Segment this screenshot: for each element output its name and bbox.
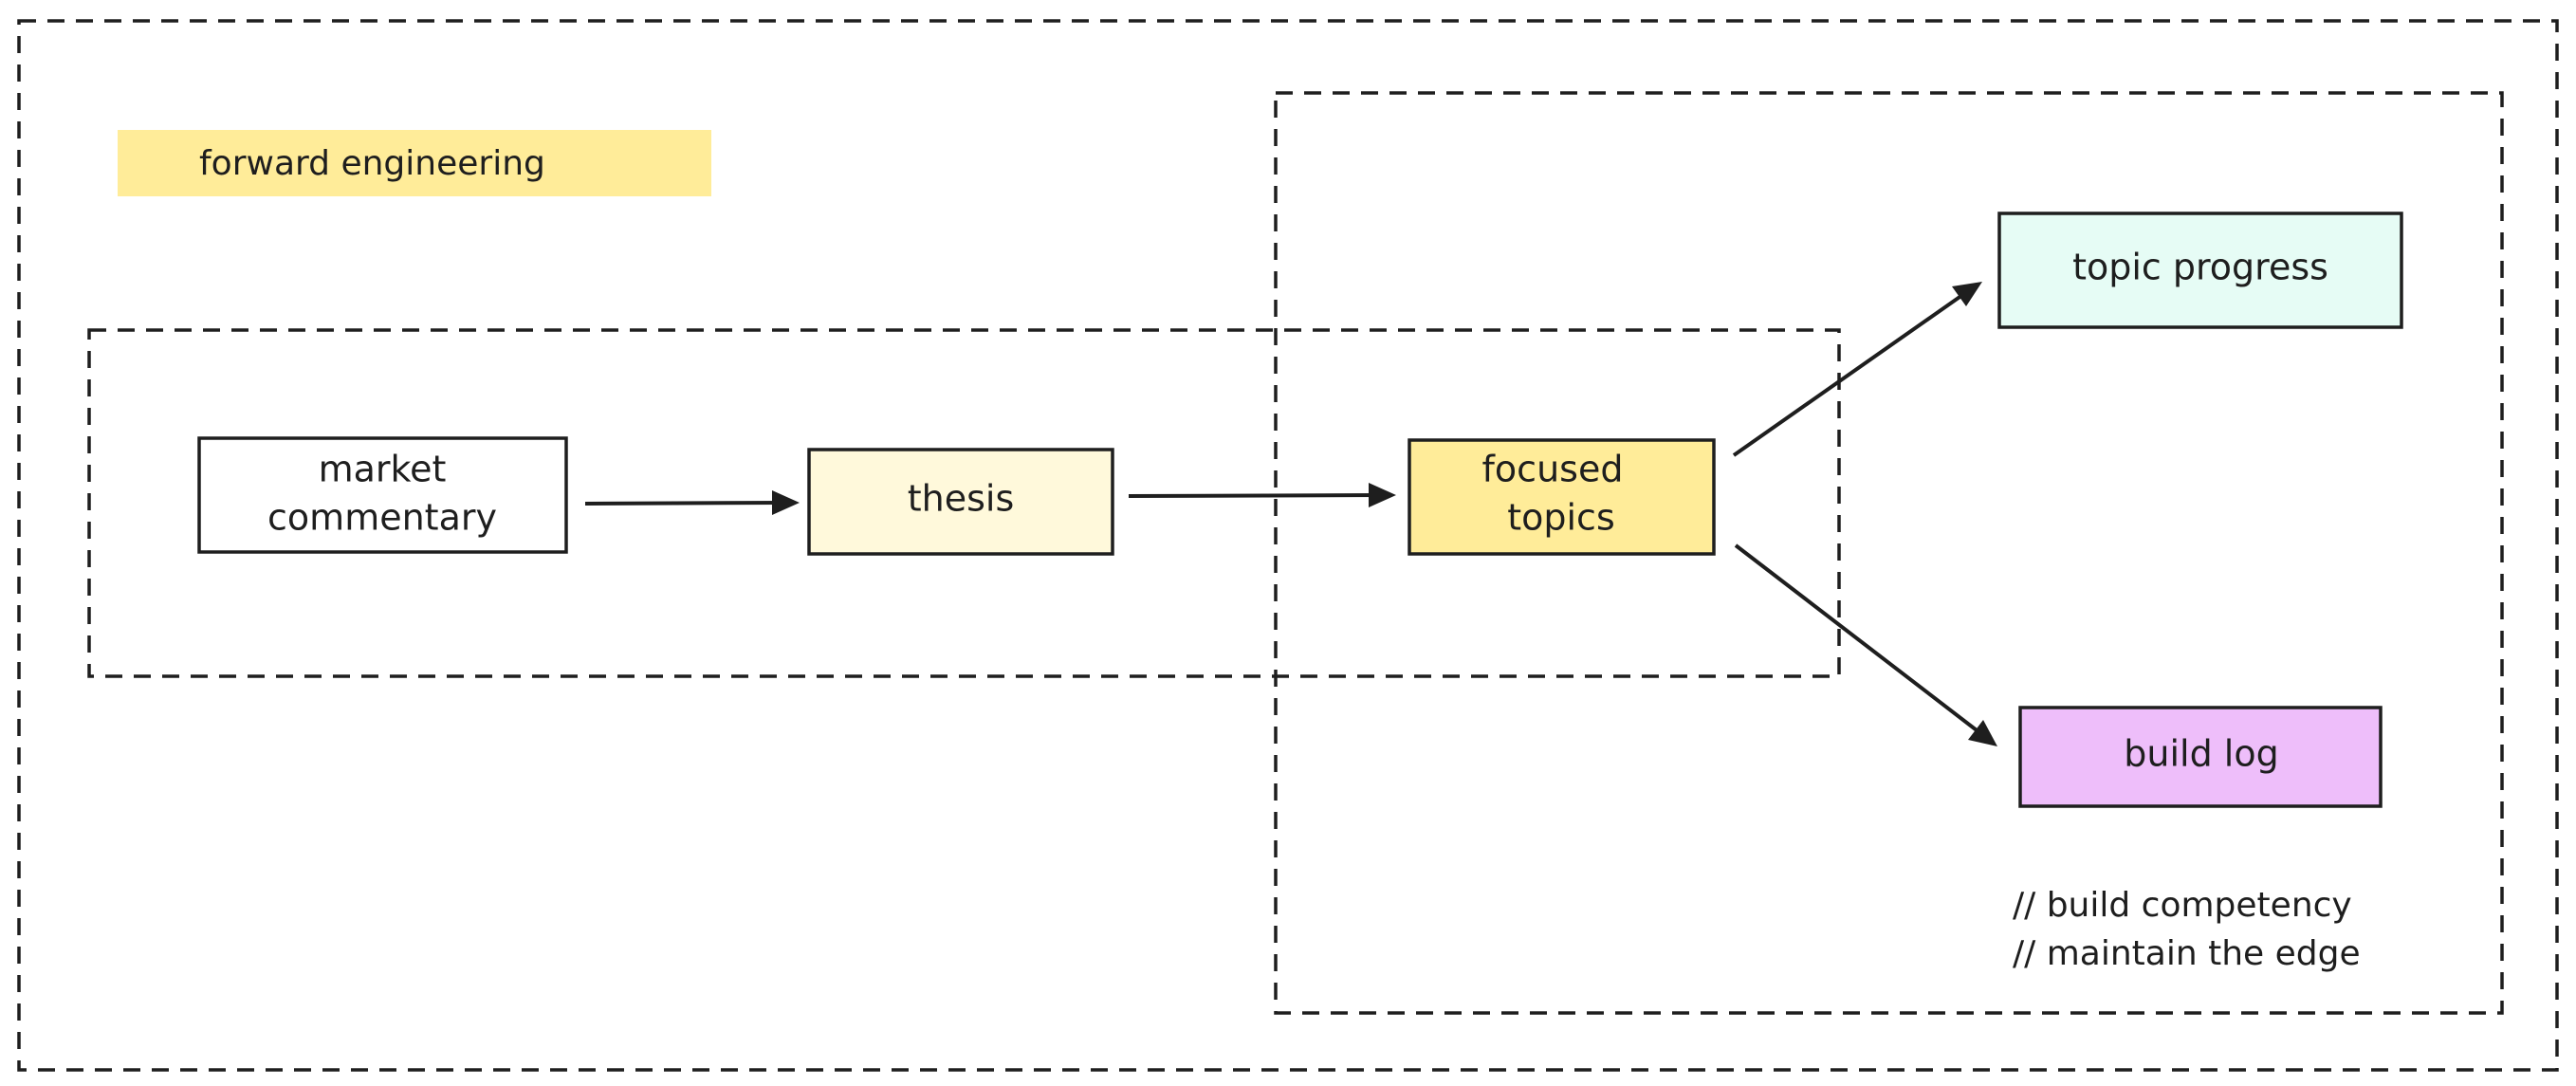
node-thesis[interactable]: thesis xyxy=(807,448,1114,556)
outer-frame xyxy=(17,19,2559,1072)
focused-topics-line1: focused xyxy=(1482,449,1624,490)
focused-topics-line2: topics xyxy=(1507,497,1615,539)
edge-focused-to-progress xyxy=(1732,282,1982,457)
right-frame xyxy=(1274,91,2504,1015)
edge-market-to-thesis xyxy=(584,490,800,515)
note-line2: // maintain the edge xyxy=(2013,934,2361,973)
node-market-commentary[interactable]: market commentary xyxy=(197,436,568,554)
pipeline-frame xyxy=(87,328,1841,678)
edge-focused-to-buildlog xyxy=(1734,543,1997,746)
market-commentary-line1: market xyxy=(319,449,447,490)
thesis-label: thesis xyxy=(908,478,1015,520)
annotation-note: // build competency // maintain the edge xyxy=(2013,886,2361,973)
edge-thesis-to-focused xyxy=(1128,483,1396,507)
node-topic-progress[interactable]: topic progress xyxy=(1997,212,2403,329)
node-build-log[interactable]: build log xyxy=(2018,706,2383,808)
node-focused-topics[interactable]: focused topics xyxy=(1408,438,1716,556)
build-log-label: build log xyxy=(2124,733,2278,775)
market-commentary-line2: commentary xyxy=(267,497,497,539)
banner-label: forward engineering xyxy=(199,144,545,183)
banner-highlight xyxy=(118,130,711,196)
note-line1: // build competency xyxy=(2013,886,2352,925)
topic-progress-label: topic progress xyxy=(2072,247,2328,288)
